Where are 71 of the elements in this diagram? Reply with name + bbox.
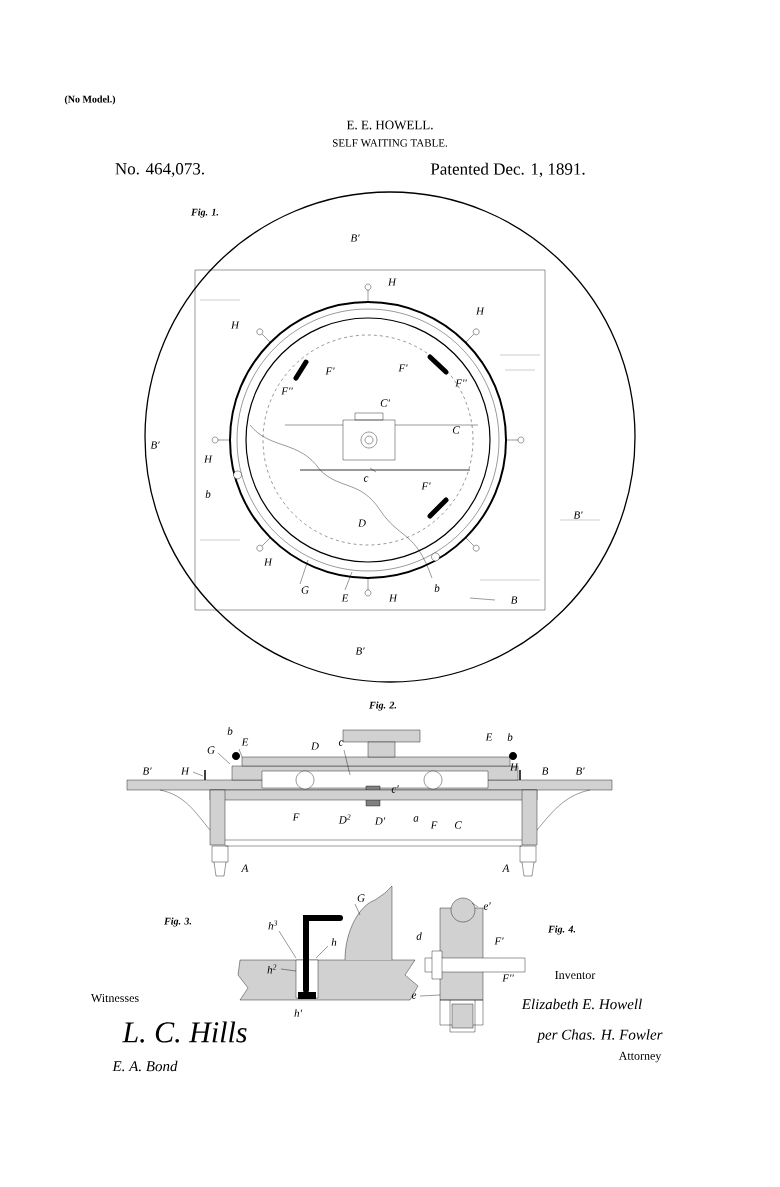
- reference-letter: e': [483, 902, 491, 910]
- figure-label: Fig. 4.: [548, 925, 576, 935]
- reference-letter: B': [575, 767, 585, 775]
- figure-label: Fig. 1.: [191, 208, 219, 218]
- signature-text: Witnesses: [90, 993, 139, 1003]
- header-text: E. E. HOWELL.: [346, 120, 433, 130]
- reference-letter: h': [294, 1009, 303, 1017]
- signature-text: Attorney: [618, 1051, 662, 1063]
- reference-letter: h: [331, 938, 337, 946]
- reference-letter: F: [292, 813, 300, 821]
- reference-letter: b: [434, 584, 440, 592]
- reference-letter: B': [355, 647, 365, 655]
- signature: Elizabeth E. Howell: [521, 998, 642, 1010]
- reference-letter: H: [180, 767, 190, 775]
- reference-letter: C: [454, 821, 462, 829]
- reference-letter: c: [338, 740, 344, 746]
- header-text: (No Model.): [64, 95, 116, 105]
- reference-letter: H: [388, 594, 398, 602]
- reference-letter: G: [357, 894, 365, 902]
- reference-letter: G: [301, 586, 309, 594]
- signature: E. A. Bond: [112, 1060, 178, 1072]
- reference-letter: F': [325, 367, 335, 375]
- reference-letter: d: [416, 932, 422, 940]
- signature-text: Inventor: [555, 971, 596, 979]
- reference-letter: E: [341, 594, 349, 602]
- reference-letter: E: [241, 738, 249, 746]
- reference-letter: H: [509, 763, 519, 771]
- reference-letter: F': [398, 364, 408, 372]
- reference-letter: c': [391, 785, 399, 793]
- reference-letter: F'': [281, 387, 293, 395]
- reference-letter: b: [227, 727, 233, 735]
- reference-letter: A: [241, 864, 249, 872]
- reference-letter: F': [494, 937, 504, 945]
- reference-letter: B: [510, 596, 518, 604]
- reference-letter: G: [207, 746, 215, 754]
- reference-letter: D: [310, 742, 319, 750]
- reference-letter: D: [357, 519, 366, 527]
- reference-letter: H: [263, 558, 273, 566]
- reference-letter: A: [502, 864, 510, 872]
- reference-letter: h$^{3}$: [268, 920, 278, 930]
- title: SELF WAITING TABLE.: [333, 139, 448, 147]
- reference-letter: F'': [502, 974, 514, 982]
- reference-letter: H: [203, 455, 213, 463]
- reference-letter: h$^{2}$: [267, 964, 277, 974]
- signature: per Chas. H. Fowler: [536, 1029, 663, 1043]
- reference-letter: B': [142, 767, 152, 775]
- reference-letter: H: [387, 278, 397, 286]
- reference-letter: D': [374, 817, 386, 825]
- reference-letter: e: [411, 993, 417, 999]
- reference-letter: B': [573, 511, 583, 519]
- reference-letter: B': [150, 441, 160, 449]
- figure-label: Fig. 2.: [369, 701, 397, 711]
- figure-label: Fig. 3.: [164, 917, 192, 927]
- reference-letter: H: [230, 321, 240, 329]
- reference-letter: b: [507, 733, 513, 741]
- header-text: Patented Dec. 1, 1891.: [430, 162, 585, 178]
- reference-letter: F'': [455, 379, 467, 387]
- reference-letter: C: [452, 426, 460, 434]
- reference-letter: F: [430, 821, 438, 829]
- reference-letter: b: [205, 490, 211, 498]
- reference-letter: D$^{2}$: [338, 814, 351, 824]
- reference-letter: F': [421, 482, 431, 490]
- reference-letter: B': [350, 234, 360, 242]
- reference-letter: a: [413, 816, 419, 822]
- reference-letter: C': [380, 399, 390, 407]
- reference-letter: c: [363, 476, 369, 482]
- reference-letter: B: [541, 767, 549, 775]
- signature: L. C. Hills: [122, 1021, 247, 1043]
- reference-letter: E: [485, 733, 493, 741]
- reference-letter: H: [475, 307, 485, 315]
- header-text: No. 464,073.: [115, 163, 204, 177]
